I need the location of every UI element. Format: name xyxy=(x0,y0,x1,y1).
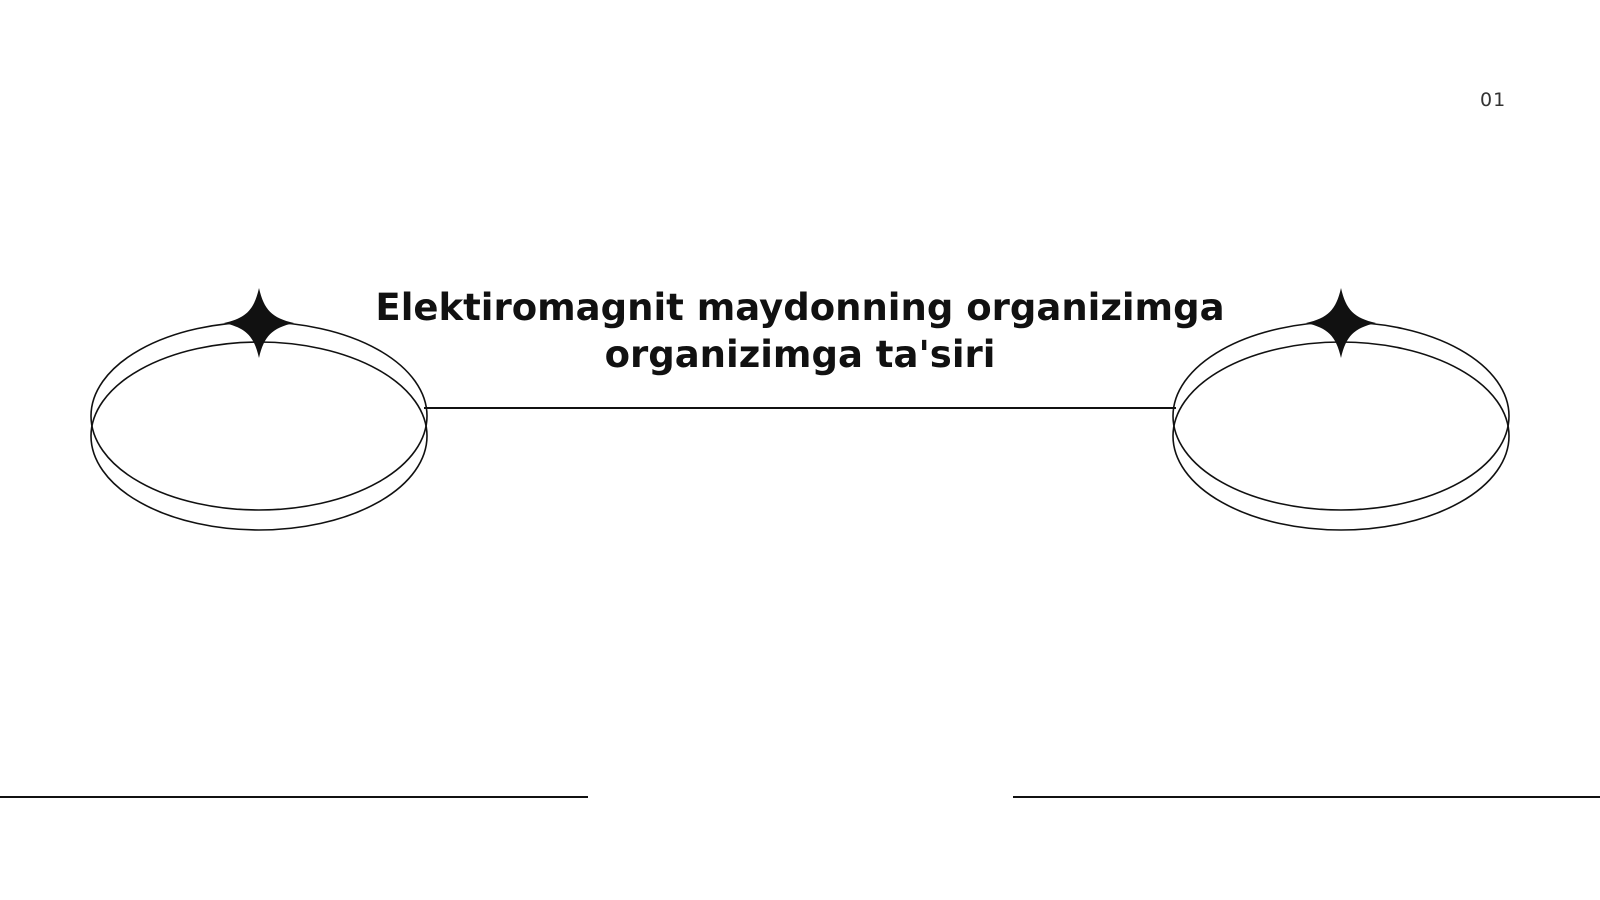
page-number: 01 xyxy=(1480,89,1507,111)
sparkle-star-icon xyxy=(224,288,294,358)
sparkle-star-icon xyxy=(1306,288,1376,358)
slide-title: Elektiromagnit maydonning organizimga or… xyxy=(370,284,1230,378)
title-line-2: organizimga ta'siri xyxy=(604,333,996,376)
title-line-1: Elektiromagnit maydonning organizimga xyxy=(375,286,1225,329)
